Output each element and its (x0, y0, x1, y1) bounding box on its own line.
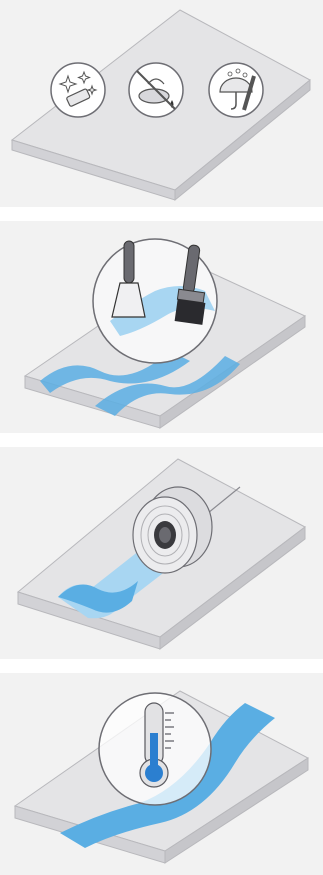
no-grease-icon (129, 63, 183, 117)
no-rain-icon (209, 63, 263, 117)
step-1-panel (0, 0, 323, 207)
cleaning-sparkle-icon (51, 63, 105, 117)
step-3-illustration (0, 447, 323, 659)
step-3-panel (0, 447, 323, 659)
step-4-illustration (0, 673, 323, 875)
step-1-illustration (0, 0, 323, 207)
step-2-panel (0, 221, 323, 433)
step-2-illustration (0, 221, 323, 433)
step-4-panel (0, 673, 323, 875)
